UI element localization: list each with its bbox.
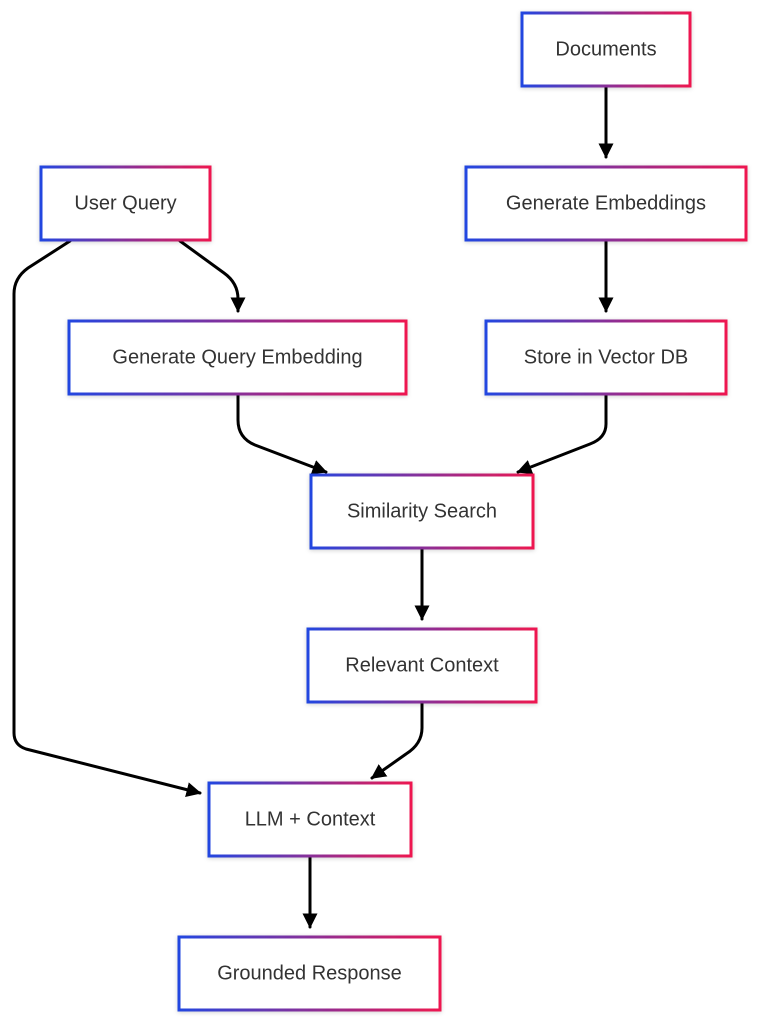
edges — [12, 85, 614, 929]
node-documents: Documents — [520, 11, 692, 88]
node-generate-query-embedding: Generate Query Embedding — [67, 319, 408, 396]
node-label: Generate Embeddings — [506, 193, 706, 215]
edge-store-vector-db-to-similarity-search — [516, 393, 608, 475]
node-label: Generate Query Embedding — [112, 347, 362, 369]
node-label: Similarity Search — [347, 501, 497, 523]
edge-user-query-to-generate-query-embedding — [178, 239, 246, 313]
node-similarity-search: Similarity Search — [309, 473, 535, 550]
node-label: Grounded Response — [217, 963, 402, 985]
node-relevant-context: Relevant Context — [306, 627, 538, 704]
edge-relevant-context-to-llm-context — [370, 701, 424, 780]
node-label: User Query — [74, 193, 176, 215]
node-label: Documents — [555, 39, 656, 61]
edge-generate-query-embedding-to-similarity-search — [236, 393, 328, 475]
node-store-vector-db: Store in Vector DB — [484, 319, 728, 396]
node-label: LLM + Context — [245, 809, 376, 831]
node-grounded-response: Grounded Response — [177, 935, 442, 1012]
edge-user-query-to-llm-context — [12, 239, 202, 797]
node-generate-embeddings: Generate Embeddings — [464, 165, 748, 242]
node-label: Store in Vector DB — [524, 347, 689, 369]
node-user-query: User Query — [39, 165, 212, 242]
node-label: Relevant Context — [345, 655, 499, 677]
node-llm-context: LLM + Context — [207, 781, 413, 858]
